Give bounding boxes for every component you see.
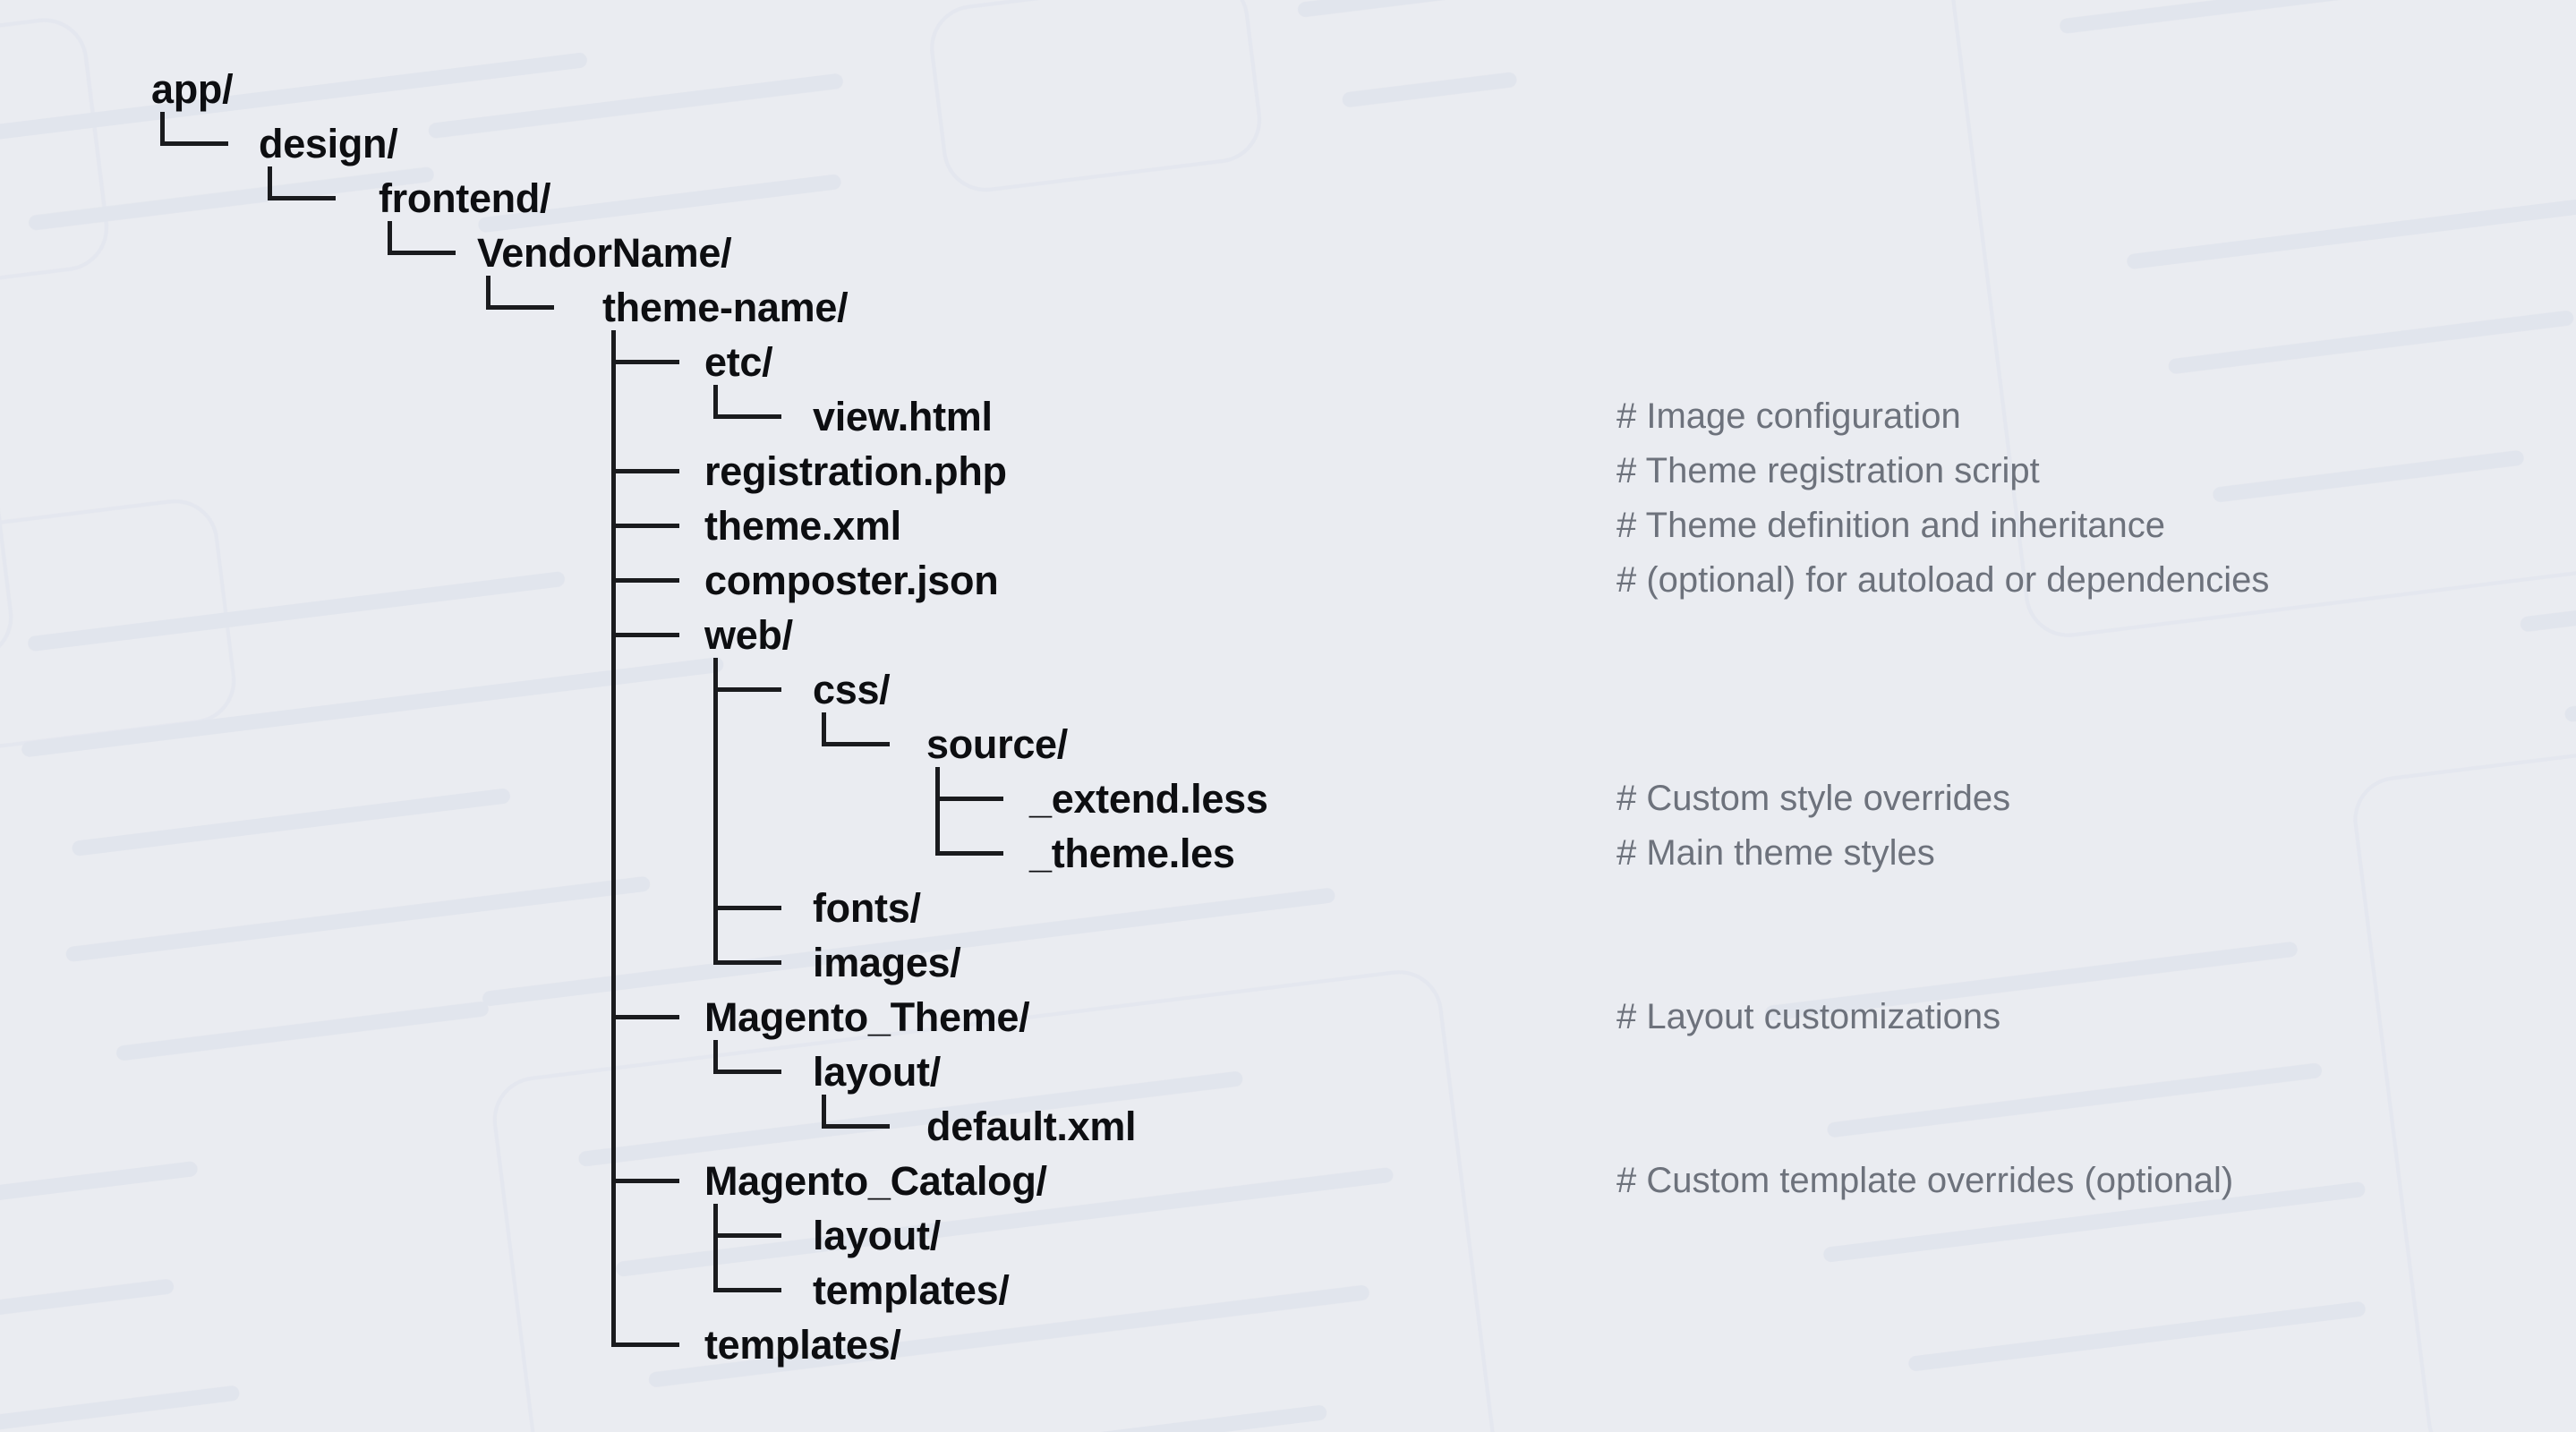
tree-item: theme-name/ [602,284,849,330]
tree-connector-horizontal [713,1232,781,1238]
tree-connector-horizontal [713,413,781,419]
tree-item: etc/ [704,338,773,385]
tree-item: fonts/ [813,884,921,931]
tree-connector-vertical [713,658,718,965]
tree-connector-horizontal [611,1014,679,1019]
tree-connector-horizontal [388,250,456,255]
tree-connector-horizontal [713,905,781,910]
tree-connector-vertical [486,276,490,310]
tree-item: layout/ [813,1048,941,1095]
tree-connector-horizontal [713,686,781,692]
tree-item: layout/ [813,1212,941,1258]
tree-connector-horizontal [611,359,679,364]
tree-connector-horizontal [822,1123,890,1129]
tree-comment: # Main theme styles [1616,832,1935,873]
tree-connector-horizontal [268,195,336,200]
tree-connector-horizontal [611,632,679,637]
tree-item: default.xml [926,1103,1137,1149]
tree-comment: # Theme definition and inheritance [1616,505,2166,545]
tree-comment: # Layout customizations [1616,996,2001,1036]
tree-item: templates/ [704,1321,901,1368]
tree-connector-vertical [713,385,718,419]
tree-comment: # Image configuration [1616,396,1961,436]
tree-item: _theme.les [1029,830,1235,876]
tree-connector-horizontal [160,141,228,146]
tree-comment: # Custom style overrides [1616,778,2011,818]
tree-item: design/ [259,120,398,166]
tree-connector-horizontal [935,796,1003,801]
tree-connector-horizontal [611,1342,679,1347]
tree-comment: # Theme registration script [1616,450,2040,490]
tree-comment: # Custom template overrides (optional) [1616,1160,2234,1200]
tree-connector-horizontal [486,304,554,310]
tree-item: Magento_Catalog/ [704,1157,1047,1204]
tree-connector-horizontal [611,577,679,583]
tree-comment: # (optional) for autoload or dependencie… [1616,559,2270,600]
tree-connector-vertical [611,330,616,1347]
tree-connector-vertical [935,767,940,856]
tree-item: theme.xml [704,502,901,549]
tree-item: registration.php [704,448,1007,494]
tree-item: composter.json [704,557,999,603]
tree-connector-horizontal [822,741,890,746]
tree-connector-vertical [388,221,392,255]
tree-item: templates/ [813,1266,1010,1313]
tree-connector-vertical [713,1204,718,1292]
tree-connector-horizontal [713,1287,781,1292]
tree-item: VendorName/ [477,229,732,276]
tree-connector-horizontal [611,1178,679,1183]
tree-connector-vertical [160,112,165,146]
tree-item: frontend/ [379,175,551,221]
tree-connector-vertical [822,1095,826,1129]
tree-item: images/ [813,939,961,985]
tree-connector-horizontal [611,523,679,528]
tree-connector-horizontal [713,959,781,965]
tree-connector-vertical [268,166,272,200]
tree-item: web/ [704,611,793,658]
tree-item: app/ [151,65,234,112]
tree-item: Magento_Theme/ [704,993,1030,1040]
tree-connector-horizontal [935,850,1003,856]
tree-item: view.html [813,393,993,439]
tree-connector-vertical [822,712,826,746]
tree-connector-horizontal [611,468,679,473]
tree-connector-horizontal [713,1069,781,1074]
tree-item: source/ [926,720,1068,767]
tree-item: _extend.less [1029,775,1268,822]
tree-connector-vertical [713,1040,718,1074]
tree-item: css/ [813,666,891,712]
